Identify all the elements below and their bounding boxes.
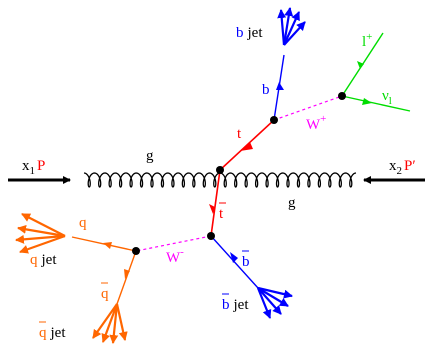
w-minus-label: W- <box>166 246 184 266</box>
neutrino-arrow <box>362 98 372 105</box>
svg-text:t: t <box>219 206 224 222</box>
antiquark-arrow <box>124 269 130 279</box>
lepton-label: l+ <box>362 31 372 50</box>
quark-label: q <box>79 215 87 231</box>
bbar-jet-fan <box>256 286 293 319</box>
lepton-arrow <box>357 61 364 69</box>
w-minus-line <box>135 235 212 252</box>
b-jet-fan <box>277 7 306 46</box>
q-jet-fan <box>15 213 66 254</box>
gluon-left-label: g <box>146 148 154 164</box>
antitop-decay-vertex <box>207 232 215 240</box>
antitop-label: t <box>219 202 226 222</box>
antitop-quark-line <box>210 169 221 237</box>
b-quark-arrow <box>276 82 284 90</box>
w-plus-decay-vertex <box>338 92 346 100</box>
quark-arrow <box>103 242 112 249</box>
antitop-quark-arrow <box>209 204 215 214</box>
svg-text:b: b <box>242 254 250 270</box>
top-label: t <box>237 126 242 142</box>
neutrino-line <box>341 95 411 112</box>
bbar-quark-line <box>210 235 259 289</box>
bbar-quark-label: b <box>242 250 250 270</box>
svg-text:q: q <box>101 286 109 302</box>
neutrino-label: νl <box>382 88 392 107</box>
w-plus-line <box>273 95 343 121</box>
gluon-right-label: g <box>288 195 296 211</box>
quark-line <box>71 236 137 252</box>
antiquark-label: q <box>101 282 109 302</box>
gluon-vertex <box>216 166 224 174</box>
w-plus-label: W+ <box>306 113 326 133</box>
w-minus-decay-vertex <box>132 247 140 255</box>
top-decay-vertex <box>270 116 278 124</box>
bbar-quark-arrow <box>230 252 238 263</box>
qbar-jet-fan <box>92 303 128 344</box>
top-quark-arrow <box>240 142 253 151</box>
b-quark-label: b <box>262 82 270 98</box>
antiquark-line <box>116 250 137 305</box>
